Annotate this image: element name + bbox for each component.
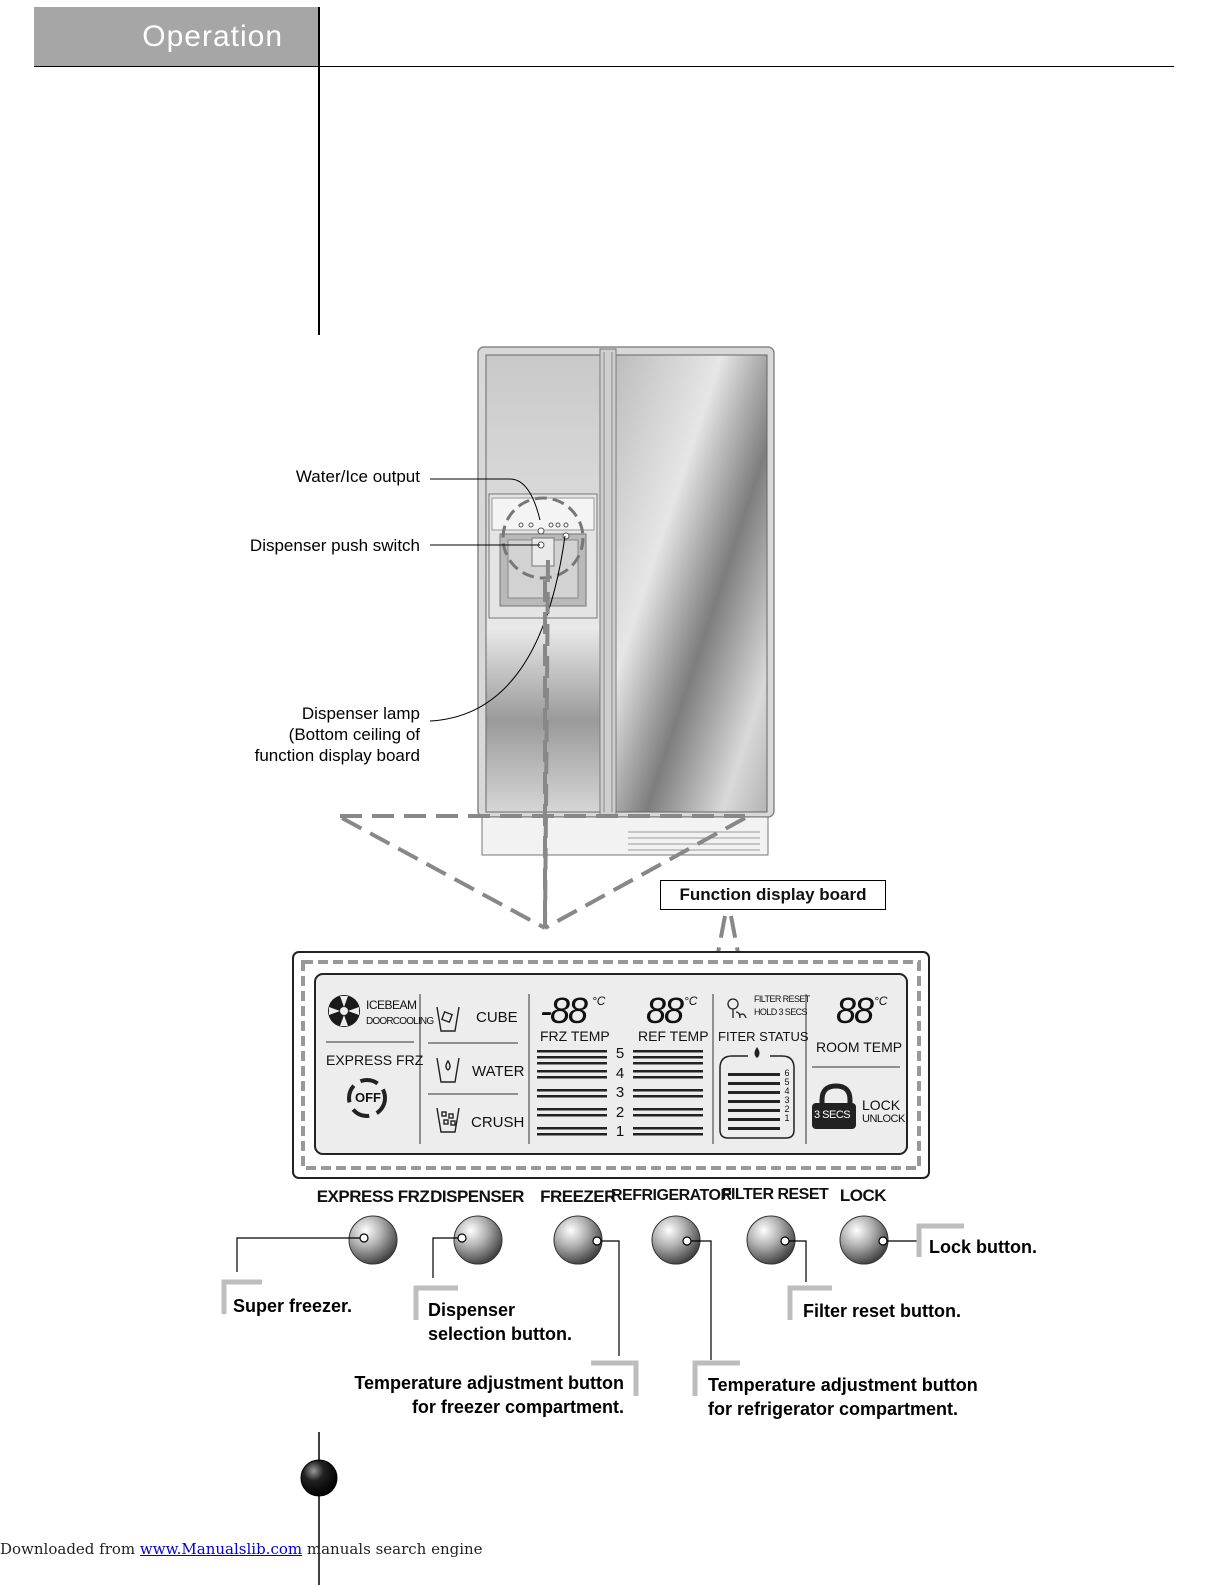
- express-frz-lcd-label: EXPRESS FRZ: [326, 1052, 424, 1068]
- lock-button-desc: Lock button.: [929, 1237, 1037, 1257]
- control-buttons: [348, 1215, 889, 1265]
- room-temp-label: ROOM TEMP: [816, 1039, 903, 1055]
- footer: Downloaded from www.Manualslib.com manua…: [0, 1540, 483, 1558]
- room-temp-digits: 88: [836, 990, 874, 1031]
- filter-reset-lcd-label: FILTER RESET: [754, 994, 810, 1004]
- cube-icon: [436, 1006, 460, 1032]
- footer-prefix: Downloaded from: [0, 1540, 140, 1558]
- doorcooling-label: DOORCOOLING: [366, 1016, 434, 1027]
- water-label: WATER: [472, 1063, 525, 1080]
- dispenser-selection-line-1: Dispenser: [428, 1300, 516, 1320]
- dispenser-lamp-line-2: (Bottom ceiling of: [288, 725, 420, 744]
- freezer-temp-desc: Temperature adjustment button for freeze…: [300, 1371, 624, 1419]
- level-numbers: 5 4 3 2 1: [614, 1044, 626, 1142]
- water-icon: [436, 1057, 460, 1083]
- level-3: 3: [615, 1084, 625, 1101]
- dispenser-lamp-label: Dispenser lamp (Bottom ceiling of functi…: [200, 703, 420, 766]
- dispenser-lamp-line-3: function display board: [254, 746, 420, 765]
- button-leaders: [236, 1237, 917, 1360]
- filter-level-3: 3: [784, 1095, 790, 1105]
- icebeam-icon: [328, 995, 360, 1027]
- dispenser-selection-line-2: selection button.: [428, 1324, 572, 1344]
- off-label: OFF: [355, 1090, 381, 1105]
- level-5: 5: [615, 1045, 625, 1062]
- unlock-lcd-label: UNLOCK: [862, 1113, 905, 1125]
- water-ice-output-label: Water/Ice output: [295, 467, 420, 486]
- freezer-level-bars: [537, 1050, 607, 1136]
- refrigerator-temp-line-1: Temperature adjustment button: [708, 1375, 978, 1395]
- filter-level-5: 5: [784, 1077, 790, 1087]
- three-secs-label: 3 SECS: [814, 1109, 851, 1121]
- function-display-board: [292, 951, 930, 1179]
- lock-button[interactable]: [839, 1215, 889, 1265]
- dispenser-button-label: DISPENSER: [430, 1187, 524, 1206]
- lock-button-label: LOCK: [839, 1186, 887, 1205]
- freezer-button[interactable]: [553, 1215, 603, 1265]
- level-4: 4: [615, 1064, 625, 1082]
- fiter-status-label: FITER STATUS: [718, 1029, 809, 1044]
- hold-3-secs-label: HOLD 3 SECS: [754, 1007, 808, 1017]
- freezer-temp-line-2: for freezer compartment.: [411, 1397, 624, 1417]
- refrigerator-level-bars: [633, 1050, 703, 1136]
- express-frz-button[interactable]: [348, 1215, 398, 1265]
- room-deg-unit: °C: [874, 994, 888, 1008]
- refrigerator-temp-line-2: for refrigerator compartment.: [708, 1399, 959, 1419]
- refrigerator-button[interactable]: [651, 1215, 701, 1265]
- filter-level-4: 4: [784, 1086, 790, 1096]
- freezer-button-label: FREEZER: [540, 1187, 616, 1206]
- board-title: Function display board: [660, 880, 886, 910]
- freezer-temp-line-1: Temperature adjustment button: [354, 1373, 624, 1393]
- section-title: Operation: [142, 20, 283, 53]
- frz-temp-label: FRZ TEMP: [540, 1028, 610, 1044]
- crush-icon: [436, 1107, 460, 1133]
- dispenser-push-switch-label: Dispenser push switch: [249, 536, 420, 555]
- zoom-indicator: [340, 559, 746, 959]
- footer-suffix: manuals search engine: [302, 1540, 483, 1558]
- refrigerator-temp-digits: 88: [646, 990, 684, 1031]
- filter-level-numbers: 6 5 4 3 2 1: [783, 1069, 791, 1123]
- description-markers: [221, 1223, 964, 1396]
- refrigerator-temp-desc: Temperature adjustment button for refrig…: [708, 1373, 978, 1421]
- filter-status-gauge: [719, 1047, 795, 1139]
- refrigerator-deg-unit: °C: [684, 994, 698, 1008]
- filter-level-6: 6: [784, 1068, 790, 1078]
- ref-temp-label: REF TEMP: [638, 1028, 709, 1044]
- super-freezer-desc: Super freezer.: [233, 1296, 353, 1316]
- filter-reset-desc: Filter reset button.: [803, 1301, 962, 1321]
- header-rule: [34, 66, 1174, 67]
- filter-level-1: 1: [784, 1113, 790, 1123]
- express-frz-icon: [347, 1078, 387, 1118]
- icebeam-label: ICEBEAM: [366, 998, 417, 1012]
- dispenser-lamp-line-1: Dispenser lamp: [301, 704, 420, 723]
- dispenser-selection-desc: Dispenser selection button.: [428, 1298, 572, 1346]
- level-1: 1: [615, 1123, 625, 1140]
- filter-reset-button-label: FILTER RESET: [721, 1186, 829, 1203]
- filter-icon: [727, 998, 747, 1019]
- refrigerator-button-label: REFRIGERATOR: [611, 1187, 732, 1204]
- freezer-deg-unit: °C: [592, 994, 606, 1008]
- page-marker: [300, 1459, 338, 1497]
- filter-level-2: 2: [784, 1104, 790, 1114]
- lock-icon: [812, 1083, 856, 1129]
- freezer-temp-digits: -88: [540, 990, 588, 1031]
- margin-line: [318, 7, 320, 335]
- callout-leaders: [429, 478, 566, 722]
- section-title-tab: Operation: [34, 7, 319, 67]
- cube-label: CUBE: [476, 1009, 518, 1026]
- level-2: 2: [615, 1103, 625, 1121]
- lock-lcd-label: LOCK: [862, 1097, 901, 1113]
- crush-label: CRUSH: [471, 1114, 525, 1131]
- filter-reset-button[interactable]: [746, 1215, 796, 1265]
- express-frz-button-label: EXPRESS FRZ: [316, 1187, 430, 1206]
- dispenser-button[interactable]: [453, 1215, 503, 1265]
- manualslib-link[interactable]: www.Manualslib.com: [139, 1540, 303, 1558]
